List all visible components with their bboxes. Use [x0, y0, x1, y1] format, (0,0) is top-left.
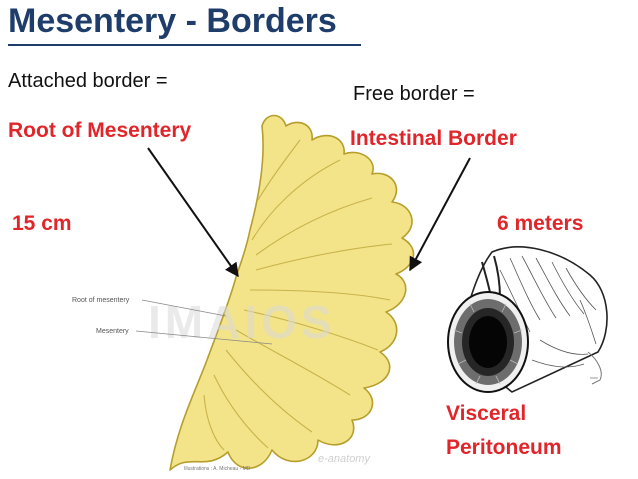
imaios-watermark: IMAIOS [148, 296, 336, 348]
intestine-cross-section [447, 246, 608, 393]
figure-label-mesentery: Mesentery [96, 328, 129, 335]
root-of-mesentery-text: Root of Mesentery [8, 119, 192, 142]
figure-label-root: Root of mesentery [72, 297, 130, 304]
attached-border-arrow [147, 147, 239, 278]
title-underline [8, 44, 361, 46]
attached-border-label: Attached border = [8, 70, 168, 92]
illustration-credit: Illustrations : A. Micheau - MD [184, 466, 251, 472]
root-leader-line [141, 299, 227, 317]
intestinal-border-text: Intestinal Border [350, 127, 517, 150]
e-anatomy-brand: e-anatomy [318, 453, 371, 465]
mesentery-leader-line [135, 330, 273, 345]
free-length-text: 6 meters [497, 212, 584, 235]
slide-title: Mesentery - Borders [8, 2, 337, 40]
mesentery-folds [203, 139, 393, 451]
free-border-arrow [409, 157, 471, 272]
visceral-text: Visceral [446, 402, 527, 425]
attached-length-text: 15 cm [12, 212, 72, 235]
peritoneum-text: Peritoneum [446, 436, 562, 459]
free-border-label: Free border = [353, 83, 475, 105]
